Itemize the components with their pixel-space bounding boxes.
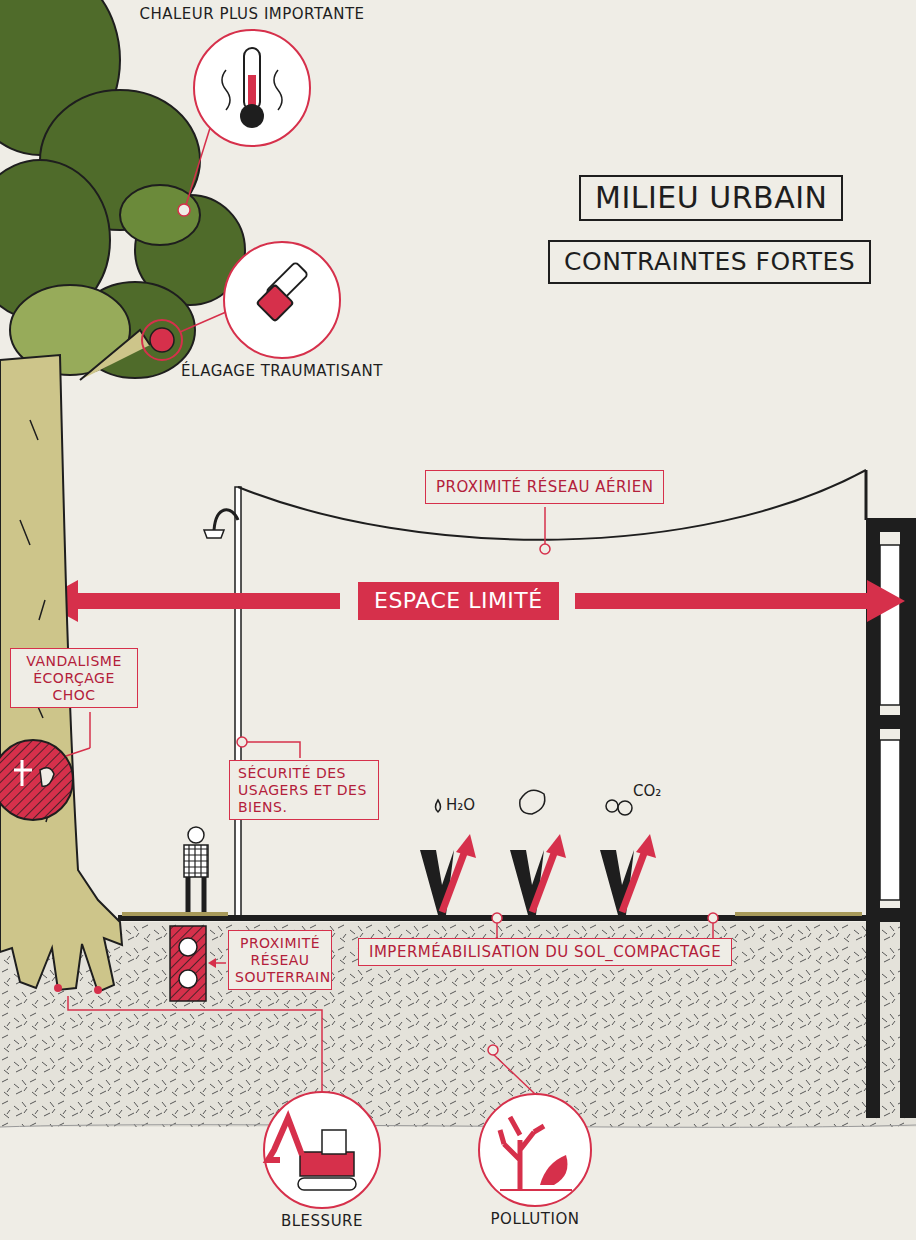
safety-box: SÉCURITÉ DES USAGERS ET DES BIENS. xyxy=(229,760,379,820)
overhead-network-box: PROXIMITÉ RÉSEAU AÉRIEN xyxy=(425,470,664,504)
callout-caption: BLESSURE xyxy=(281,1212,363,1230)
title-box: MILIEU URBAIN xyxy=(579,175,843,221)
callout-caption: POLLUTION xyxy=(491,1210,580,1228)
callout-caption: CHALEUR PLUS IMPORTANTE xyxy=(139,5,364,23)
subtitle-box: CONTRAINTES FORTES xyxy=(548,240,871,284)
box-label: SÉCURITÉ DES USAGERS ET DES BIENS. xyxy=(238,765,370,815)
box-label: ESPACE LIMITÉ xyxy=(374,588,543,614)
sealing-box: IMPERMÉABILISATION DU SOL_COMPACTAGE xyxy=(358,938,732,966)
underground-network-box: PROXIMITÉ RÉSEAU SOUTERRAIN xyxy=(228,930,332,990)
box-label: PROXIMITÉ RÉSEAU AÉRIEN xyxy=(436,478,653,496)
space-band: ESPACE LIMITÉ xyxy=(358,582,559,620)
vandalism-box: VANDALISME ÉCORÇAGE CHOC xyxy=(10,648,138,708)
box-label: VANDALISME ÉCORÇAGE CHOC xyxy=(15,653,133,703)
box-label: PROXIMITÉ RÉSEAU SOUTERRAIN xyxy=(235,935,325,985)
pollution-callout: POLLUTION xyxy=(479,1094,591,1206)
pruning-callout: ÉLAGAGE TRAUMATISANT xyxy=(224,242,340,358)
box-label: CONTRAINTES FORTES xyxy=(564,247,855,277)
heat-callout: CHALEUR PLUS IMPORTANTE xyxy=(194,30,310,146)
molecule-label: H₂O xyxy=(446,796,475,814)
box-label: MILIEU URBAIN xyxy=(595,180,827,216)
box-label: IMPERMÉABILISATION DU SOL_COMPACTAGE xyxy=(369,943,721,961)
injury-callout: BLESSURE xyxy=(264,1092,380,1208)
callout-caption: ÉLAGAGE TRAUMATISANT xyxy=(181,362,383,380)
molecule-label: CO₂ xyxy=(633,782,661,800)
